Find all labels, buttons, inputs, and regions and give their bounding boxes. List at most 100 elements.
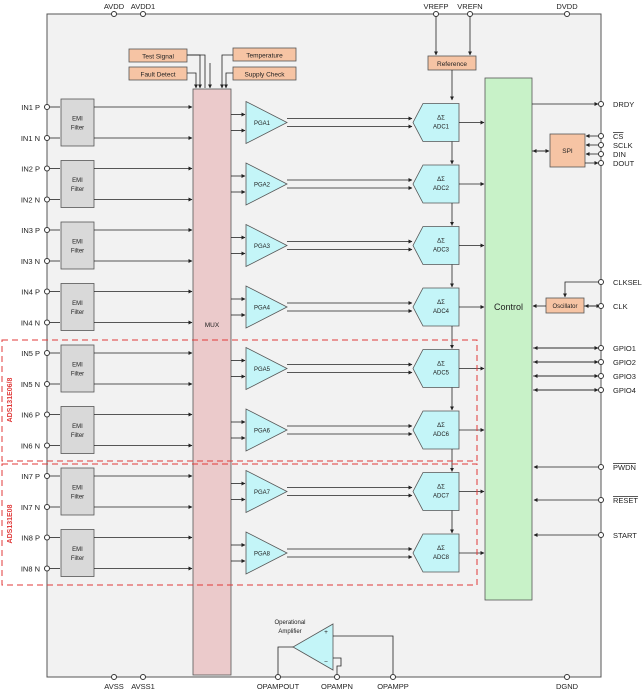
- pin-start[interactable]: [598, 532, 604, 538]
- pin-avdd1-label: AVDD1: [131, 2, 155, 11]
- input-label-in2p: IN2 P: [21, 165, 40, 174]
- pin-sclk[interactable]: [598, 142, 604, 148]
- pin-reset[interactable]: [598, 497, 604, 503]
- emi-filter-label-2-4: Filter: [71, 310, 84, 316]
- pin-gpio3[interactable]: [598, 373, 604, 379]
- pin-drdy[interactable]: [598, 101, 604, 107]
- pin-in7n[interactable]: [44, 504, 50, 510]
- pin-cs[interactable]: [598, 133, 604, 139]
- pin-vrefn[interactable]: [467, 11, 473, 17]
- pin-din[interactable]: [598, 151, 604, 157]
- mux-label: MUX: [205, 322, 220, 329]
- fault-detect-block: [128, 66, 188, 81]
- control-block: [484, 77, 533, 601]
- pga-label-1: PGA1: [254, 121, 271, 127]
- pin-in7p[interactable]: [44, 473, 50, 479]
- adc-label-4: ADC4: [433, 309, 450, 315]
- pin-sclk-label: SCLK: [613, 141, 633, 150]
- pin-clk-label: CLK: [613, 302, 628, 311]
- pga-label-5: PGA5: [254, 367, 271, 373]
- test-signal-label: Test Signal: [142, 54, 174, 61]
- adc-sigma-label-1: ΔΣ: [437, 116, 445, 122]
- spi-label: SPI: [562, 148, 573, 155]
- pin-vrefp-label: VREFP: [423, 2, 448, 11]
- pin-in4n[interactable]: [44, 319, 50, 326]
- pin-in6p[interactable]: [44, 411, 50, 418]
- adc-label-2: ADC2: [433, 186, 450, 192]
- pin-in6n[interactable]: [44, 442, 50, 449]
- emi-filter-5: [60, 344, 95, 393]
- pin-dgnd[interactable]: [564, 674, 570, 680]
- input-label-in4p: IN4 P: [21, 288, 40, 297]
- emi-filter-3: [60, 221, 95, 270]
- pga-label-7: PGA7: [254, 490, 271, 496]
- pin-avdd[interactable]: [111, 11, 117, 17]
- emi-filter-label-2-5: Filter: [71, 372, 84, 378]
- adc-sigma-label-8: ΔΣ: [437, 546, 445, 552]
- pin-clk[interactable]: [598, 303, 604, 309]
- pin-opampp[interactable]: [390, 674, 396, 680]
- adc-label-5: ADC5: [433, 371, 450, 377]
- reference-label: Reference: [437, 61, 467, 68]
- emi-filter-label-8: EMI: [72, 547, 83, 553]
- pin-clksel[interactable]: [598, 279, 604, 285]
- pin-in2p[interactable]: [44, 165, 50, 172]
- pin-dout[interactable]: [598, 160, 604, 166]
- pin-in4p[interactable]: [44, 288, 50, 295]
- pin-gpio4-label: GPIO4: [613, 386, 636, 395]
- adc-5: [412, 349, 460, 388]
- input-label-in6p: IN6 P: [21, 411, 40, 420]
- pin-drdy-label: DRDY: [613, 100, 634, 109]
- pin-in5p[interactable]: [44, 350, 50, 356]
- pin-dvdd[interactable]: [564, 11, 570, 17]
- pin-in2n[interactable]: [44, 196, 50, 203]
- oscillator-label: Oscillator: [552, 304, 577, 310]
- adc-label-7: ADC7: [433, 494, 450, 500]
- pin-opampout[interactable]: [275, 674, 281, 680]
- pga-6: [245, 408, 288, 452]
- input-label-in8n: IN8 N: [21, 565, 40, 574]
- pin-opampn[interactable]: [334, 674, 340, 680]
- adc-8: [412, 533, 460, 573]
- pin-gpio1[interactable]: [598, 345, 604, 351]
- pin-gpio4[interactable]: [598, 387, 604, 393]
- pin-avdd1[interactable]: [140, 11, 146, 17]
- pga-1: [245, 100, 288, 145]
- pin-avss-label: AVSS: [104, 682, 123, 691]
- reference-wires: [434, 16, 472, 101]
- spi-block: [549, 133, 586, 168]
- pin-in3p[interactable]: [44, 227, 50, 233]
- pga-2: [245, 162, 288, 206]
- pin-in1n[interactable]: [44, 135, 50, 141]
- adc-3: [412, 226, 460, 265]
- adc-1: [412, 103, 460, 142]
- pin-avss[interactable]: [111, 674, 117, 680]
- pin-in8n[interactable]: [44, 565, 50, 572]
- variant-label-e08: ADS131E08: [7, 504, 14, 543]
- emi-filter-1: [60, 98, 95, 147]
- pin-avss1-label: AVSS1: [131, 682, 155, 691]
- operational-amplifier: Operational Amplifier + −: [274, 620, 394, 674]
- adc-label-1: ADC1: [433, 125, 450, 131]
- pin-pwdn[interactable]: [598, 464, 604, 470]
- opamp-label-line-2: Amplifier: [278, 629, 301, 635]
- input-label-in5n: IN5 N: [21, 380, 40, 389]
- supply-check-block: [232, 66, 297, 81]
- pin-in3n[interactable]: [44, 258, 50, 264]
- temperature-block: [232, 47, 297, 62]
- pin-in5n[interactable]: [44, 381, 50, 387]
- pin-in8p[interactable]: [44, 534, 50, 541]
- pin-dvdd-label: DVDD: [556, 2, 578, 11]
- input-label-in3n: IN3 N: [21, 257, 40, 266]
- adc-sigma-label-7: ΔΣ: [437, 485, 445, 491]
- adc-sigma-label-4: ΔΣ: [437, 300, 445, 306]
- pin-in1p[interactable]: [44, 104, 50, 110]
- emi-filter-label-2-7: Filter: [71, 495, 84, 501]
- pga-3: [245, 223, 288, 268]
- pin-gpio2[interactable]: [598, 359, 604, 365]
- fault-detect-label: Fault Detect: [140, 72, 175, 79]
- pin-pwdn-label: PWDN: [613, 463, 636, 472]
- pin-avss1[interactable]: [140, 674, 146, 680]
- pin-vrefp[interactable]: [433, 11, 439, 17]
